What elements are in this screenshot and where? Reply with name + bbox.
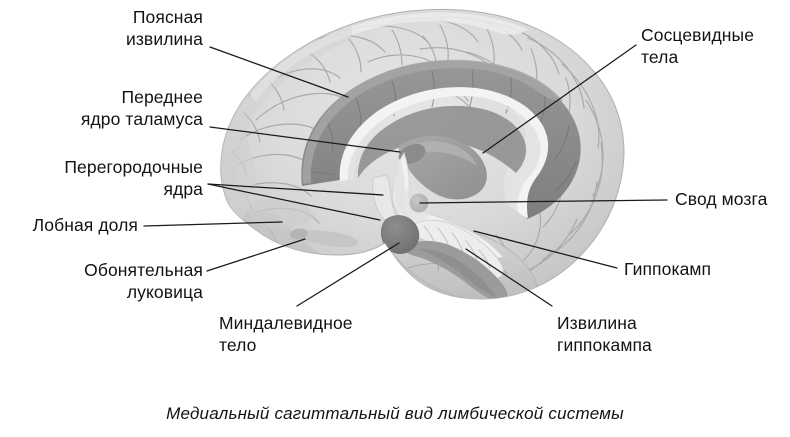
lateral-ventricle-region (357, 105, 527, 178)
label-parahippocampal-gyrus: Извилина гиппокампа (557, 313, 652, 355)
leader-cingulate-gyrus (209, 46, 349, 98)
parahippocampal-shadow (418, 248, 496, 297)
leader-frontal-lobe (143, 221, 283, 227)
leader-septal-nuclei-a (207, 183, 384, 196)
frontal-lobe-region (227, 130, 317, 229)
leader-mammillary-bodies (482, 44, 637, 154)
amygdala (380, 215, 420, 254)
leader-amygdala (296, 242, 400, 307)
leader-septal-nuclei-b (207, 183, 381, 221)
label-amygdala: Миндалевидное тело (219, 313, 353, 355)
label-anterior-thalamic-nucleus: Переднее ядро таламуса (80, 87, 203, 129)
hypothalamic-region (401, 187, 432, 222)
label-olfactory-bulb: Обонятельная луковица (84, 260, 203, 302)
fornix-column (394, 158, 410, 217)
olfactory-bulb-tip (290, 228, 308, 240)
label-hippocampus: Гиппокамп (624, 259, 712, 279)
olfactory-bulb (293, 230, 358, 248)
label-frontal-lobe: Лобная доля (32, 215, 138, 235)
brain-body (220, 8, 625, 300)
leader-olfactory-bulb (206, 238, 306, 272)
label-septal-nuclei: Перегородочные ядра (64, 157, 203, 199)
cortex-superior-highlight (250, 12, 528, 101)
label-cingulate-gyrus: Поясная извилина (125, 7, 203, 49)
leader-parahippocampal-gyrus (465, 248, 553, 307)
leader-hippocampus (473, 230, 618, 269)
figure-caption: Медиальный сагиттальный вид лимбической … (166, 404, 624, 423)
leader-anterior-thalamic (209, 126, 401, 153)
label-fornix: Свод мозга (675, 189, 768, 209)
leader-lines (143, 44, 668, 307)
label-mammillary-bodies: Сосцевидные тела (641, 25, 755, 67)
leader-fornix (419, 199, 668, 204)
